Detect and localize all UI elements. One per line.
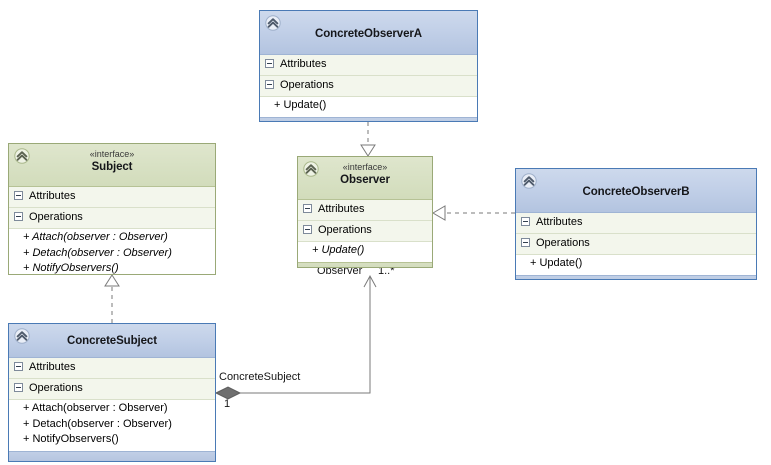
class-header: «interface» Observer bbox=[298, 157, 432, 200]
operation-list: + Attach(observer : Observer) + Detach(o… bbox=[9, 229, 215, 274]
compartment-label: Operations bbox=[29, 211, 83, 223]
hollow-triangle-arrowhead-icon bbox=[360, 144, 376, 157]
uml-interface-observer[interactable]: «interface» Observer Attributes Operatio… bbox=[297, 156, 433, 268]
class-header: «interface» Subject bbox=[9, 144, 215, 187]
edge-label-source-role-concretesubject: ConcreteSubject bbox=[219, 371, 301, 383]
compartment-label: Attributes bbox=[29, 361, 76, 373]
realization-observerA-to-observer[interactable] bbox=[360, 122, 376, 157]
compartment-operations[interactable]: Operations bbox=[260, 76, 477, 97]
operation-list: + Update() bbox=[260, 97, 477, 117]
uml-class-concreteobservera[interactable]: ConcreteObserverA Attributes Operations … bbox=[259, 10, 478, 122]
compartment-label: Attributes bbox=[318, 203, 365, 215]
compartment-label: Operations bbox=[318, 224, 372, 236]
compartment-label: Attributes bbox=[536, 216, 583, 228]
class-header: ConcreteObserverA bbox=[260, 11, 477, 55]
class-footer bbox=[260, 116, 477, 121]
compartment-attributes[interactable]: Attributes bbox=[298, 200, 432, 221]
compartment-attributes[interactable]: Attributes bbox=[9, 187, 215, 208]
compartment-label: Attributes bbox=[280, 58, 327, 70]
collapse-toggle-icon[interactable] bbox=[14, 212, 23, 221]
compartment-operations[interactable]: Operations bbox=[298, 221, 432, 242]
operation-item: + Attach(observer : Observer) bbox=[23, 231, 168, 243]
operation-item: + Detach(observer : Observer) bbox=[23, 246, 172, 259]
class-chevron-icon bbox=[303, 161, 319, 177]
compartment-operations[interactable]: Operations bbox=[516, 234, 756, 255]
realization-concretesubject-to-subject[interactable] bbox=[104, 274, 120, 323]
uml-class-concretesubject[interactable]: ConcreteSubject Attributes Operations + … bbox=[8, 323, 216, 462]
collapse-toggle-icon[interactable] bbox=[14, 362, 23, 371]
operation-item: + Update() bbox=[530, 257, 583, 269]
hollow-triangle-arrowhead-icon bbox=[104, 274, 120, 287]
collapse-toggle-icon[interactable] bbox=[265, 80, 274, 89]
class-chevron-icon bbox=[521, 173, 537, 189]
class-footer bbox=[9, 450, 215, 461]
class-name: ConcreteSubject bbox=[67, 335, 157, 347]
class-chevron-icon bbox=[14, 148, 30, 164]
compartment-attributes[interactable]: Attributes bbox=[9, 358, 215, 379]
class-header: ConcreteSubject bbox=[9, 324, 215, 358]
compartment-label: Operations bbox=[29, 382, 83, 394]
open-arrowhead-icon bbox=[363, 274, 377, 288]
class-name: Observer bbox=[340, 174, 390, 186]
edge-label-source-multiplicity-one: 1 bbox=[224, 398, 231, 410]
class-header: ConcreteObserverB bbox=[516, 169, 756, 213]
operation-item: + Update() bbox=[312, 244, 365, 256]
operation-item: + Update() bbox=[274, 99, 327, 111]
class-chevron-icon bbox=[265, 15, 281, 31]
compartment-operations[interactable]: Operations bbox=[9, 208, 215, 229]
operation-item: + Detach(observer : Observer) bbox=[23, 417, 172, 430]
operation-item: + NotifyObservers() bbox=[23, 262, 119, 274]
uml-interface-subject[interactable]: «interface» Subject Attributes Operation… bbox=[8, 143, 216, 275]
operation-list: + Attach(observer : Observer) + Detach(o… bbox=[9, 400, 215, 451]
compartment-attributes[interactable]: Attributes bbox=[516, 213, 756, 234]
uml-class-concreteobserverb[interactable]: ConcreteObserverB Attributes Operations … bbox=[515, 168, 757, 280]
collapse-toggle-icon[interactable] bbox=[303, 204, 312, 213]
class-footer bbox=[516, 274, 756, 279]
edge-label-target-role-observer: Observer bbox=[317, 265, 363, 277]
compartment-operations[interactable]: Operations bbox=[9, 379, 215, 400]
class-name: ConcreteObserverA bbox=[315, 28, 422, 40]
compartment-label: Operations bbox=[280, 79, 334, 91]
class-stereotype: «interface» bbox=[342, 162, 388, 172]
operation-item: + Attach(observer : Observer) bbox=[23, 402, 168, 414]
edge-label-target-multiplicity-many: 1..* bbox=[378, 265, 395, 277]
collapse-toggle-icon[interactable] bbox=[14, 383, 23, 392]
realization-observerB-to-observer[interactable] bbox=[432, 205, 515, 221]
class-name: ConcreteObserverB bbox=[582, 186, 690, 198]
collapse-toggle-icon[interactable] bbox=[265, 59, 274, 68]
operation-list: + Update() bbox=[298, 242, 432, 262]
class-footer bbox=[298, 261, 432, 267]
operation-list: + Update() bbox=[516, 255, 756, 275]
class-chevron-icon bbox=[14, 328, 30, 344]
collapse-toggle-icon[interactable] bbox=[14, 191, 23, 200]
hollow-triangle-arrowhead-icon bbox=[432, 205, 446, 221]
operation-item: + NotifyObservers() bbox=[23, 433, 119, 445]
class-stereotype: «interface» bbox=[89, 149, 135, 159]
collapse-toggle-icon[interactable] bbox=[303, 225, 312, 234]
compartment-label: Attributes bbox=[29, 190, 76, 202]
collapse-toggle-icon[interactable] bbox=[521, 217, 530, 226]
compartment-attributes[interactable]: Attributes bbox=[260, 55, 477, 76]
collapse-toggle-icon[interactable] bbox=[521, 238, 530, 247]
class-name: Subject bbox=[91, 161, 133, 173]
compartment-label: Operations bbox=[536, 237, 590, 249]
